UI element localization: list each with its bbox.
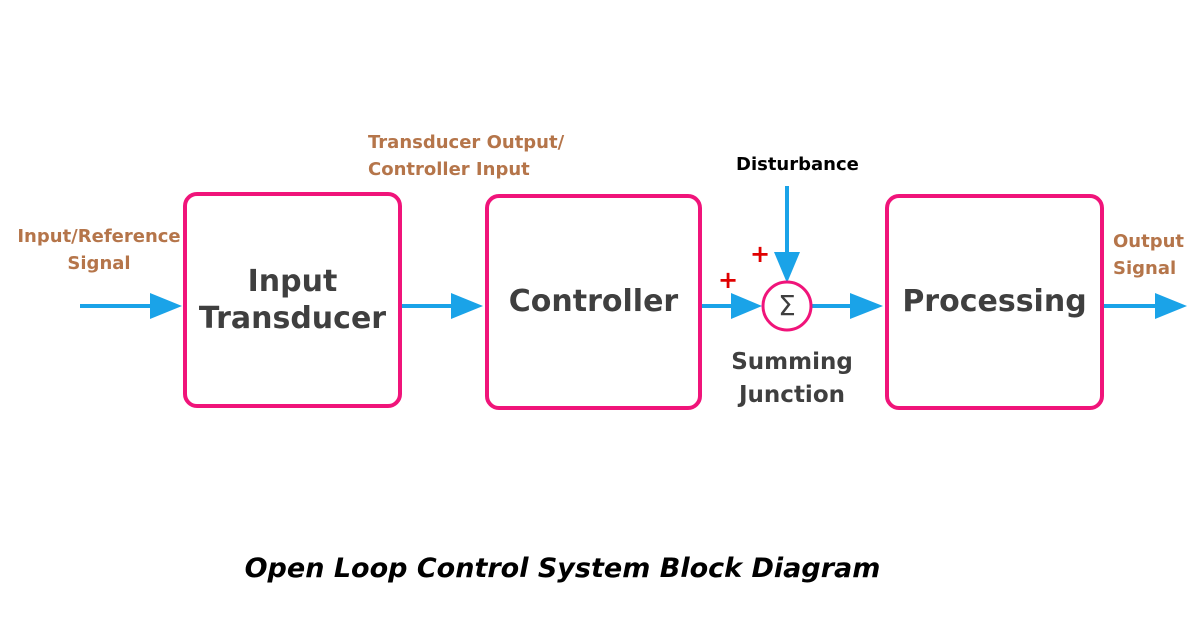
output-arrow xyxy=(1103,293,1187,319)
input-transducer-line1: Input xyxy=(247,263,338,299)
controller-to-junction-arrow xyxy=(700,293,762,319)
processing-label: Processing xyxy=(902,284,1087,320)
summing-junction-circle xyxy=(761,280,813,332)
input-transducer-block: Input Transducer xyxy=(183,192,402,408)
junction-to-processing-arrow xyxy=(812,293,883,319)
input-signal-label: Input/Reference Signal xyxy=(14,223,184,277)
transducer-output-line1: Transducer Output/ xyxy=(368,132,565,153)
input-arrow xyxy=(80,293,182,319)
controller-block: Controller xyxy=(485,194,702,410)
input-transducer-line2: Transducer xyxy=(198,301,387,336)
transducer-to-controller-arrow xyxy=(400,293,483,319)
summing-junction-symbol: Σ xyxy=(778,289,796,322)
input-signal-line1: Input/Reference xyxy=(17,226,181,247)
summing-junction-label: Summing Junction xyxy=(722,346,862,413)
transducer-output-line2: Controller Input xyxy=(368,159,530,180)
controller-label: Controller xyxy=(508,284,679,320)
disturbance-plus-sign: + xyxy=(750,240,771,268)
input-signal-line2: Signal xyxy=(67,253,131,274)
diagram-caption: Open Loop Control System Block Diagram xyxy=(244,553,881,584)
summing-junction-line1: Summing xyxy=(731,349,853,375)
output-signal-label: Output Signal xyxy=(1113,228,1198,282)
output-signal-line2: Signal xyxy=(1113,258,1177,279)
disturbance-arrow xyxy=(774,186,800,283)
output-signal-line1: Output xyxy=(1113,231,1185,252)
transducer-output-label: Transducer Output/ Controller Input xyxy=(368,129,628,183)
disturbance-label: Disturbance xyxy=(736,154,859,175)
controller-plus-sign: + xyxy=(718,266,739,294)
input-transducer-label: Input Transducer xyxy=(199,263,386,338)
processing-block: Processing xyxy=(885,194,1104,410)
summing-junction-line2: Junction xyxy=(739,382,845,409)
